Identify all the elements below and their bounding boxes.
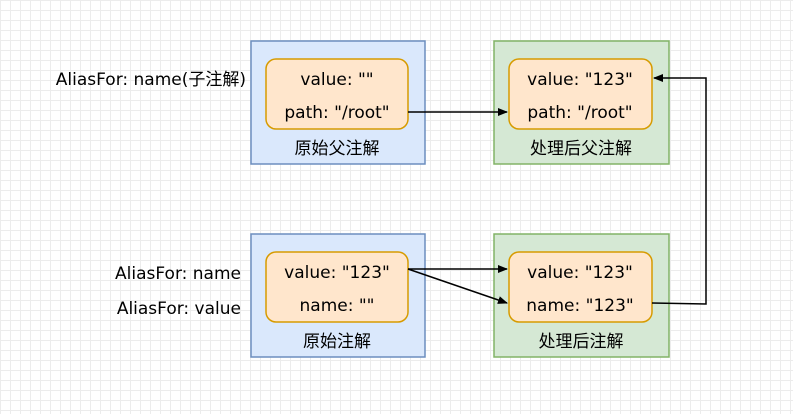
original-parent-fields-box bbox=[265, 58, 409, 130]
original-annotation-alias-name-label: AliasFor: name bbox=[115, 264, 241, 284]
processed-annotation-value-field: value: "123" bbox=[527, 263, 633, 283]
original-annotation-fields-box bbox=[265, 251, 409, 323]
arrow-value-to-processed-name bbox=[407, 268, 508, 304]
original-parent-caption: 原始父注解 bbox=[295, 139, 380, 159]
original-parent-annotation-group: value: "" path: "/root" 原始父注解 bbox=[250, 40, 426, 165]
processed-parent-annotation-group: value: "123" path: "/root" 处理后父注解 bbox=[493, 40, 670, 165]
processed-annotation-group: value: "123" name: "123" 处理后注解 bbox=[493, 233, 670, 358]
processed-parent-value-field: value: "123" bbox=[527, 70, 633, 90]
processed-parent-path-field: path: "/root" bbox=[527, 103, 632, 123]
processed-annotation-name-field: name: "123" bbox=[526, 296, 633, 316]
processed-annotation-caption: 处理后注解 bbox=[539, 332, 624, 352]
arrow-processed-name-to-parent-value bbox=[651, 74, 707, 305]
processed-parent-caption: 处理后父注解 bbox=[530, 139, 632, 159]
original-annotation-caption: 原始注解 bbox=[303, 332, 371, 352]
processed-annotation-fields-box bbox=[508, 251, 653, 323]
original-parent-alias-label: AliasFor: name(子注解) bbox=[56, 70, 246, 90]
original-annotation-value-field: value: "123" bbox=[284, 263, 390, 283]
original-annotation-group: value: "123" name: "" 原始注解 bbox=[250, 233, 426, 358]
original-parent-path-field: path: "/root" bbox=[284, 103, 389, 123]
processed-parent-fields-box bbox=[508, 58, 653, 130]
original-parent-value-field: value: "" bbox=[300, 70, 373, 90]
original-annotation-alias-value-label: AliasFor: value bbox=[117, 299, 241, 319]
original-annotation-name-field: name: "" bbox=[300, 296, 375, 316]
